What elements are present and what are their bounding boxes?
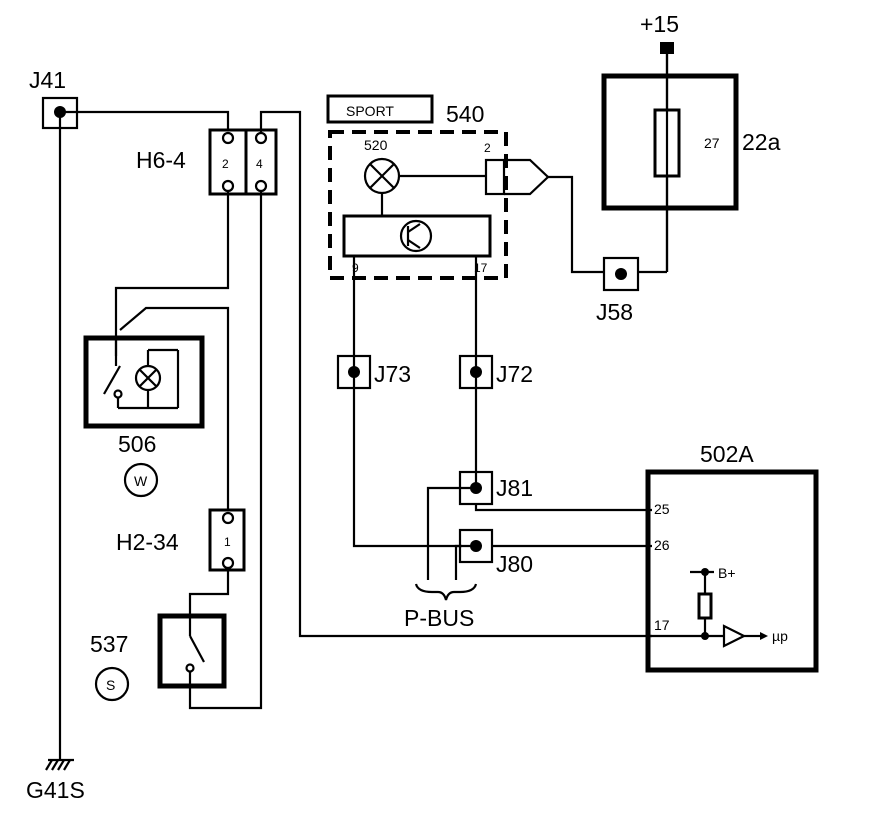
connector-j72 xyxy=(458,354,494,390)
pin-540-9: 9 xyxy=(352,261,359,275)
wire-h6-4-to-537 xyxy=(188,192,263,710)
pin-502a-26: 26 xyxy=(654,537,670,553)
wire-j81-to-502a-25 xyxy=(474,504,652,512)
label-bplus: B+ xyxy=(718,565,736,581)
label-h2-34: H2-34 xyxy=(116,529,179,555)
label-pbus: P-BUS xyxy=(404,605,474,631)
wire-j41-h6-2 xyxy=(60,110,230,138)
wire-pbus-a xyxy=(426,486,476,580)
wire-h6-4-to-502a-17 xyxy=(259,110,652,638)
pin-h6-2: 2 xyxy=(222,157,229,171)
label-537: 537 xyxy=(90,631,128,657)
pin-540-2: 2 xyxy=(484,141,491,155)
label-j81: J81 xyxy=(496,475,533,501)
connector-j73 xyxy=(336,354,372,390)
label-j72: J72 xyxy=(496,361,533,387)
label-22a: 22a xyxy=(742,129,781,155)
label-g41s: G41S xyxy=(26,777,85,803)
wire-h2-34-to-537 xyxy=(188,568,230,620)
component-537-box xyxy=(157,613,227,689)
ground-symbol-g41s xyxy=(45,758,74,771)
connector-j58 xyxy=(602,256,640,292)
w-symbol-icon xyxy=(123,462,159,498)
pin-22a-27: 27 xyxy=(704,135,720,151)
wire-506-to-h2-34 xyxy=(119,306,230,518)
buffer-icon xyxy=(722,624,747,648)
pin-h2-1: 1 xyxy=(224,535,231,549)
transistor-block xyxy=(342,214,492,258)
wire-540-9-to-j80 xyxy=(352,256,462,548)
pin-502a-25: 25 xyxy=(654,501,670,517)
symbol-537: S xyxy=(106,677,115,693)
label-540: 540 xyxy=(446,101,484,127)
terminal-plus15 xyxy=(660,42,674,54)
label-502a: 502A xyxy=(700,441,754,467)
wire-h6-2-to-506 xyxy=(114,192,230,340)
pin-h6-4: 4 xyxy=(256,157,263,171)
wire-540-to-j58 xyxy=(548,175,612,274)
wire-pbus-b xyxy=(454,544,476,580)
sport-label-box xyxy=(326,94,434,124)
label-j41: J41 xyxy=(29,67,66,93)
pin-502a-17: 17 xyxy=(654,617,670,633)
label-j58: J58 xyxy=(596,299,633,325)
label-506: 506 xyxy=(118,431,156,457)
component-506-box xyxy=(83,335,205,429)
module-540-border xyxy=(328,130,508,280)
symbol-506: W xyxy=(134,473,148,489)
pbus-brace xyxy=(414,583,478,601)
label-h6-4: H6-4 xyxy=(136,147,186,173)
label-520: 520 xyxy=(364,137,388,153)
component-502a-box xyxy=(645,469,819,673)
component-22a-box xyxy=(601,73,739,211)
label-plus15: +15 xyxy=(640,11,679,37)
transistor-icon xyxy=(399,219,433,253)
pullup-circuit xyxy=(648,568,768,648)
lamp-520-icon xyxy=(363,157,401,195)
s-symbol-icon xyxy=(94,666,130,702)
resistor-icon xyxy=(697,592,713,620)
label-j73: J73 xyxy=(374,361,411,387)
label-sport: SPORT xyxy=(346,103,394,119)
connector-plug-2 xyxy=(484,158,550,196)
label-j80: J80 xyxy=(496,551,533,577)
label-mup: µp xyxy=(772,628,788,644)
connector-h6-4 xyxy=(208,128,278,196)
pin-540-17: 17 xyxy=(474,261,488,275)
connector-h2-34 xyxy=(208,508,246,572)
